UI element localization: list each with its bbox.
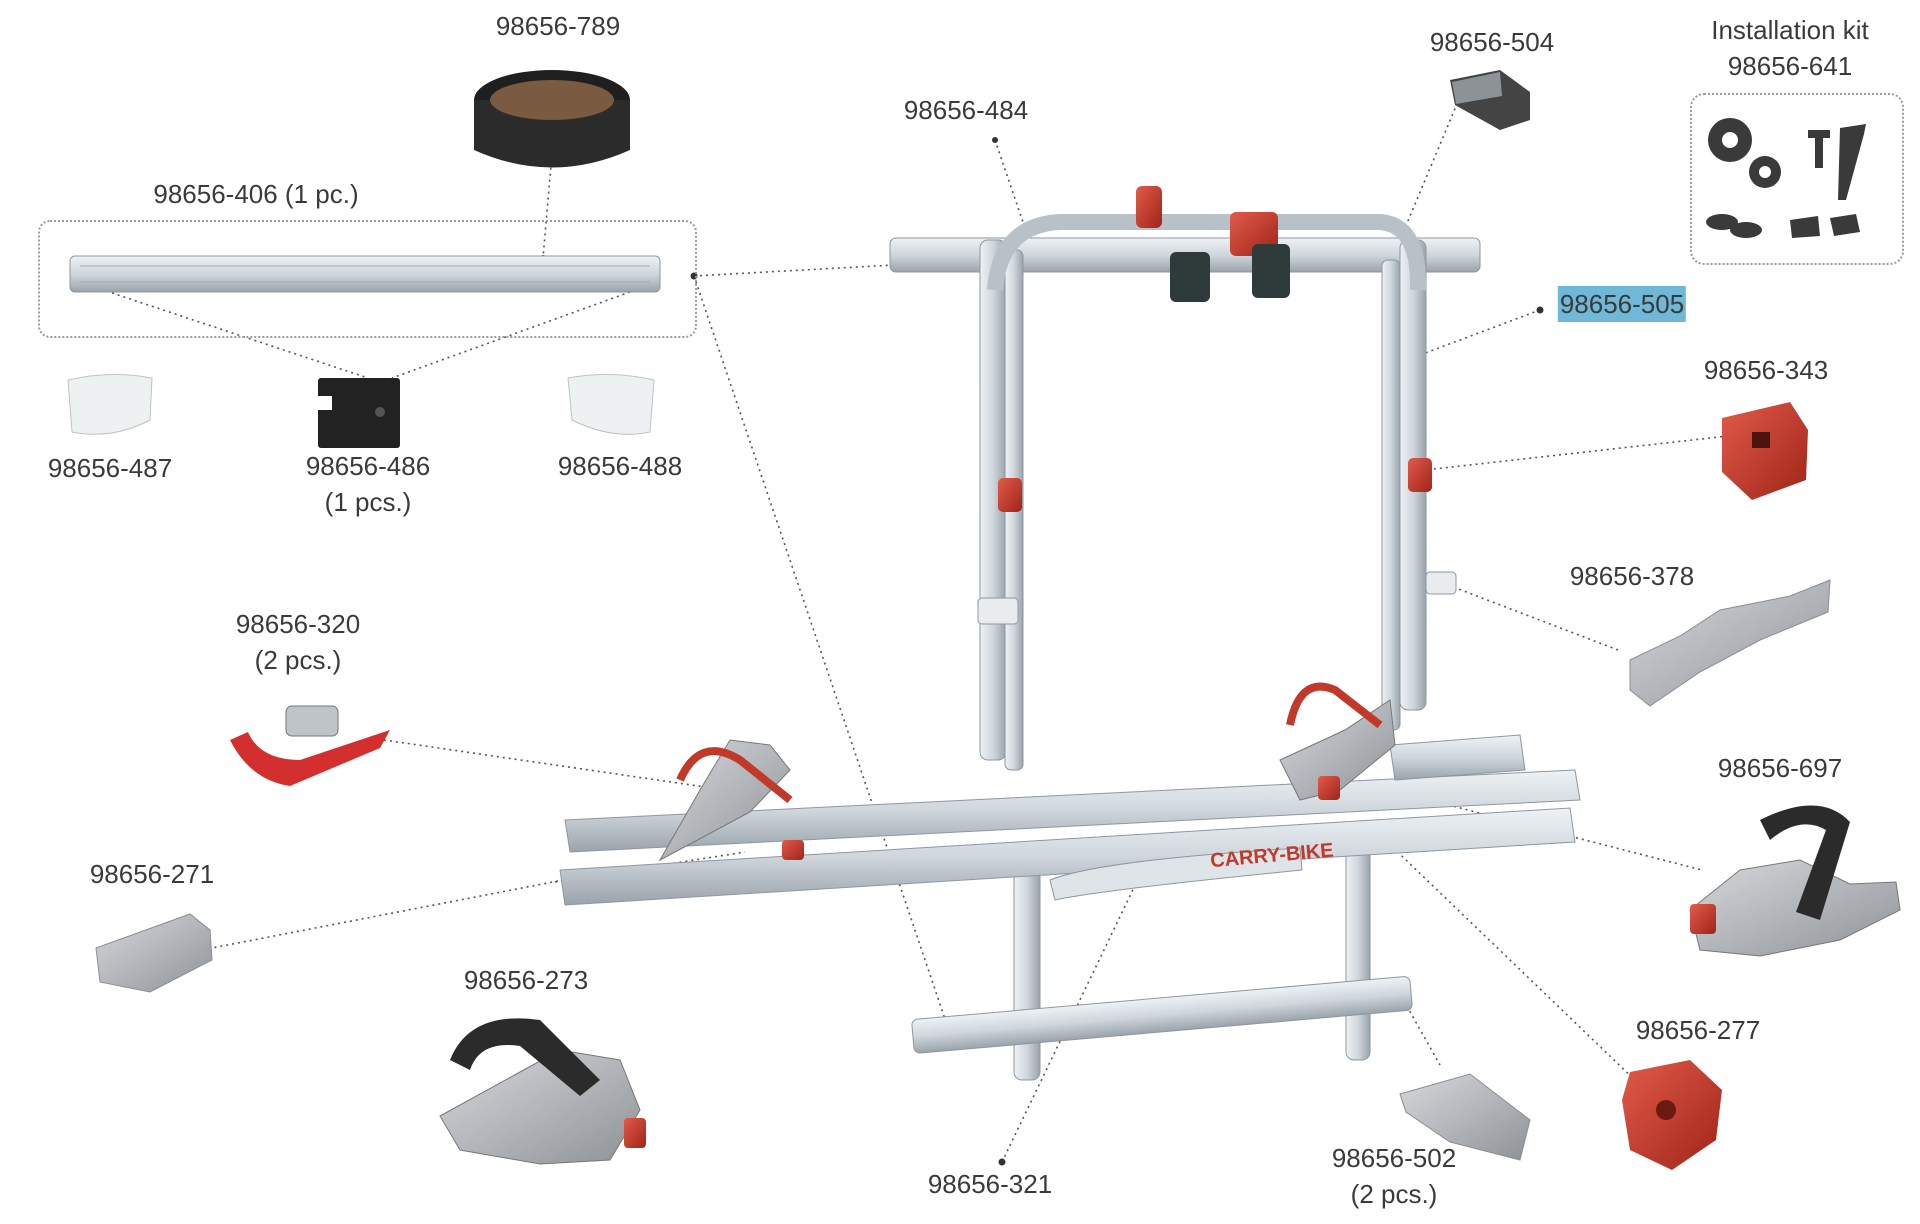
- label-98656-502-qty: (2 pcs.): [1350, 1179, 1438, 1209]
- label-98656-484: 98656-484: [903, 95, 1029, 125]
- part-697-shape: [1689, 805, 1901, 957]
- part-406-shape: [69, 255, 661, 293]
- part-406-group-box: [38, 220, 697, 338]
- label-98656-488: 98656-488: [557, 451, 683, 481]
- part-487-shape: [67, 373, 153, 435]
- label-98656-378: 98656-378: [1569, 561, 1695, 591]
- label-98656-277: 98656-277: [1635, 1015, 1761, 1045]
- wheel-rails: CARRY-BIKE: [559, 682, 1581, 906]
- label-98656-697: 98656-697: [1717, 753, 1843, 783]
- label-98656-320: 98656-320: [235, 609, 361, 639]
- label-98656-271: 98656-271: [89, 859, 215, 889]
- label-98656-789: 98656-789: [495, 11, 621, 41]
- label-98656-487: 98656-487: [47, 453, 173, 483]
- label-98656-406: 98656-406 (1 pc.): [153, 179, 359, 209]
- label-98656-502: 98656-502: [1331, 1143, 1457, 1173]
- label-98656-486-qty: (1 pcs.): [324, 487, 412, 517]
- label-installation-kit: Installation kit: [1711, 15, 1869, 45]
- label-98656-505[interactable]: 98656-505: [1557, 286, 1687, 322]
- part-378-shape: [1629, 579, 1831, 707]
- label-98656-273: 98656-273: [463, 965, 589, 995]
- part-271-shape: [95, 913, 213, 993]
- carrier-frame: [889, 186, 1481, 1081]
- part-488-shape: [567, 373, 655, 435]
- part-502-shape: [1399, 1073, 1531, 1161]
- label-98656-320-qty: (2 pcs.): [254, 645, 342, 675]
- installation-kit-box: [1690, 93, 1904, 265]
- part-504-shape: [1450, 70, 1530, 130]
- label-98656-641: 98656-641: [1727, 51, 1853, 81]
- part-273-shape: [439, 1018, 646, 1165]
- part-277-shape: [1622, 1060, 1722, 1170]
- part-343-shape: [1722, 402, 1808, 500]
- part-789-shape: [474, 70, 630, 168]
- label-98656-321: 98656-321: [927, 1169, 1053, 1199]
- label-98656-504: 98656-504: [1429, 27, 1555, 57]
- installation-kit-icons: [1706, 118, 1866, 238]
- part-486-shape: [318, 378, 400, 448]
- part-320-shape: [230, 705, 390, 786]
- label-98656-486: 98656-486: [305, 451, 431, 481]
- label-98656-343: 98656-343: [1703, 355, 1829, 385]
